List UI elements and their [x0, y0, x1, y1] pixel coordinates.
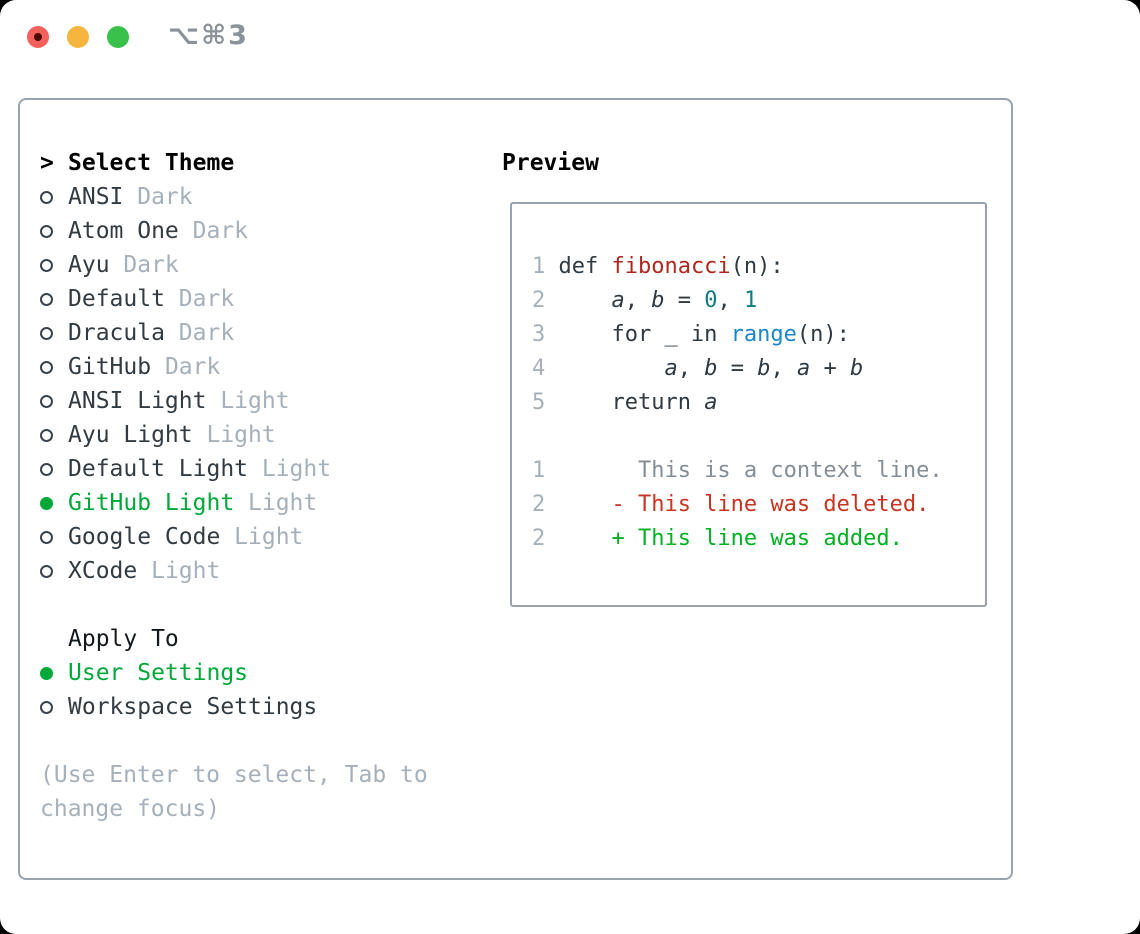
theme-name: Google Code [68, 524, 221, 550]
code-line: 2 a, b = 0, 1 [532, 284, 985, 318]
theme-variant: Light [234, 524, 304, 550]
theme-variant: Dark [178, 320, 235, 346]
theme-option-github-light[interactable]: GitHub Light Light [40, 486, 428, 520]
theme-option-google-code-light[interactable]: Google Code Light [40, 520, 428, 554]
theme-variant: Light [151, 558, 221, 584]
theme-option-default-dark[interactable]: Default Dark [40, 282, 428, 316]
theme-variant: Light [248, 490, 318, 516]
theme-variant: Light [220, 388, 290, 414]
apply-option-user-settings[interactable]: User Settings [40, 656, 428, 690]
diff-line-context: 1 This is a context line. [532, 454, 985, 488]
preview-title: Preview [502, 150, 599, 176]
minimize-button[interactable] [67, 26, 89, 48]
radio-icon [40, 292, 53, 306]
theme-name: Dracula [68, 320, 165, 346]
theme-option-ansi-dark[interactable]: ANSI Dark [40, 180, 428, 214]
select-theme-header: > Select Theme [40, 146, 428, 180]
titlebar [27, 26, 129, 48]
theme-name: Ayu [68, 252, 110, 278]
theme-variant: Dark [137, 184, 193, 210]
theme-name: GitHub [68, 354, 152, 380]
diff-line-added: 2 + This line was added. [532, 522, 985, 556]
theme-option-default-light[interactable]: Default Light Light [40, 452, 428, 486]
radio-icon [40, 428, 53, 442]
radio-icon [40, 190, 53, 204]
window-title: ⌥⌘3 [168, 20, 249, 51]
theme-option-dracula-dark[interactable]: Dracula Dark [40, 316, 428, 350]
apply-to-header: Apply To [40, 622, 428, 656]
close-button[interactable] [27, 26, 49, 48]
radio-icon [40, 394, 53, 408]
theme-selector-panel: > Select Theme ANSI Dark Atom One Dark A… [18, 98, 1013, 880]
theme-name: GitHub Light [68, 490, 235, 516]
line-number: 1 [532, 458, 546, 483]
code-line: 5 return a [532, 386, 985, 420]
theme-option-ansi-light[interactable]: ANSI Light Light [40, 384, 428, 418]
apply-option-label: User Settings [68, 660, 249, 686]
theme-option-atom-one-dark[interactable]: Atom One Dark [40, 214, 428, 248]
line-number: 2 [532, 492, 546, 517]
theme-variant: Light [206, 422, 276, 448]
theme-variant: Dark [178, 286, 235, 312]
theme-option-ayu-light[interactable]: Ayu Light Light [40, 418, 428, 452]
spacer [40, 724, 428, 758]
keyboard-hint-line1: (Use Enter to select, Tab to [40, 762, 428, 788]
theme-option-ayu-dark[interactable]: Ayu Dark [40, 248, 428, 282]
line-number: 5 [532, 390, 546, 415]
theme-variant: Dark [164, 354, 221, 380]
theme-name: Atom One [68, 218, 179, 244]
theme-option-github-dark[interactable]: GitHub Dark [40, 350, 428, 384]
theme-name: ANSI [68, 184, 124, 210]
select-theme-title: Select Theme [68, 150, 235, 176]
theme-name: Ayu Light [68, 422, 193, 448]
radio-icon [40, 564, 53, 578]
radio-icon [40, 700, 53, 714]
theme-option-xcode-light[interactable]: XCode Light [40, 554, 428, 588]
theme-name: Default Light [68, 456, 249, 482]
radio-selected-icon [40, 496, 53, 510]
theme-list: > Select Theme ANSI Dark Atom One Dark A… [40, 146, 428, 826]
apply-to-title: Apply To [68, 626, 179, 652]
diff-line-deleted: 2 - This line was deleted. [532, 488, 985, 522]
line-number: 1 [532, 254, 546, 279]
apply-option-label: Workspace Settings [68, 694, 318, 720]
theme-variant: Dark [123, 252, 179, 278]
theme-variant: Light [261, 456, 332, 482]
theme-name: ANSI Light [68, 388, 207, 414]
code-line: 4 a, b = b, a + b [532, 352, 985, 386]
radio-selected-icon [40, 666, 53, 680]
radio-icon [40, 326, 53, 340]
radio-icon [40, 360, 53, 374]
maximize-button[interactable] [107, 26, 129, 48]
line-number: 2 [532, 288, 546, 313]
radio-icon [40, 530, 53, 544]
radio-icon [40, 224, 53, 238]
theme-name: XCode [68, 558, 138, 584]
theme-name: Default [68, 286, 165, 312]
code-line: 3 for _ in range(n): [532, 318, 985, 352]
line-number: 4 [532, 356, 546, 381]
blank-line [532, 420, 985, 454]
spacer [40, 588, 428, 622]
cursor-prompt-icon: > [40, 150, 54, 176]
radio-icon [40, 258, 53, 272]
keyboard-hint-line2: change focus) [40, 796, 221, 822]
radio-icon [40, 462, 53, 476]
close-dot-icon [34, 33, 42, 41]
line-number: 2 [532, 526, 546, 551]
line-number: 3 [532, 322, 546, 347]
theme-variant: Dark [192, 218, 249, 244]
apply-option-workspace-settings[interactable]: Workspace Settings [40, 690, 428, 724]
